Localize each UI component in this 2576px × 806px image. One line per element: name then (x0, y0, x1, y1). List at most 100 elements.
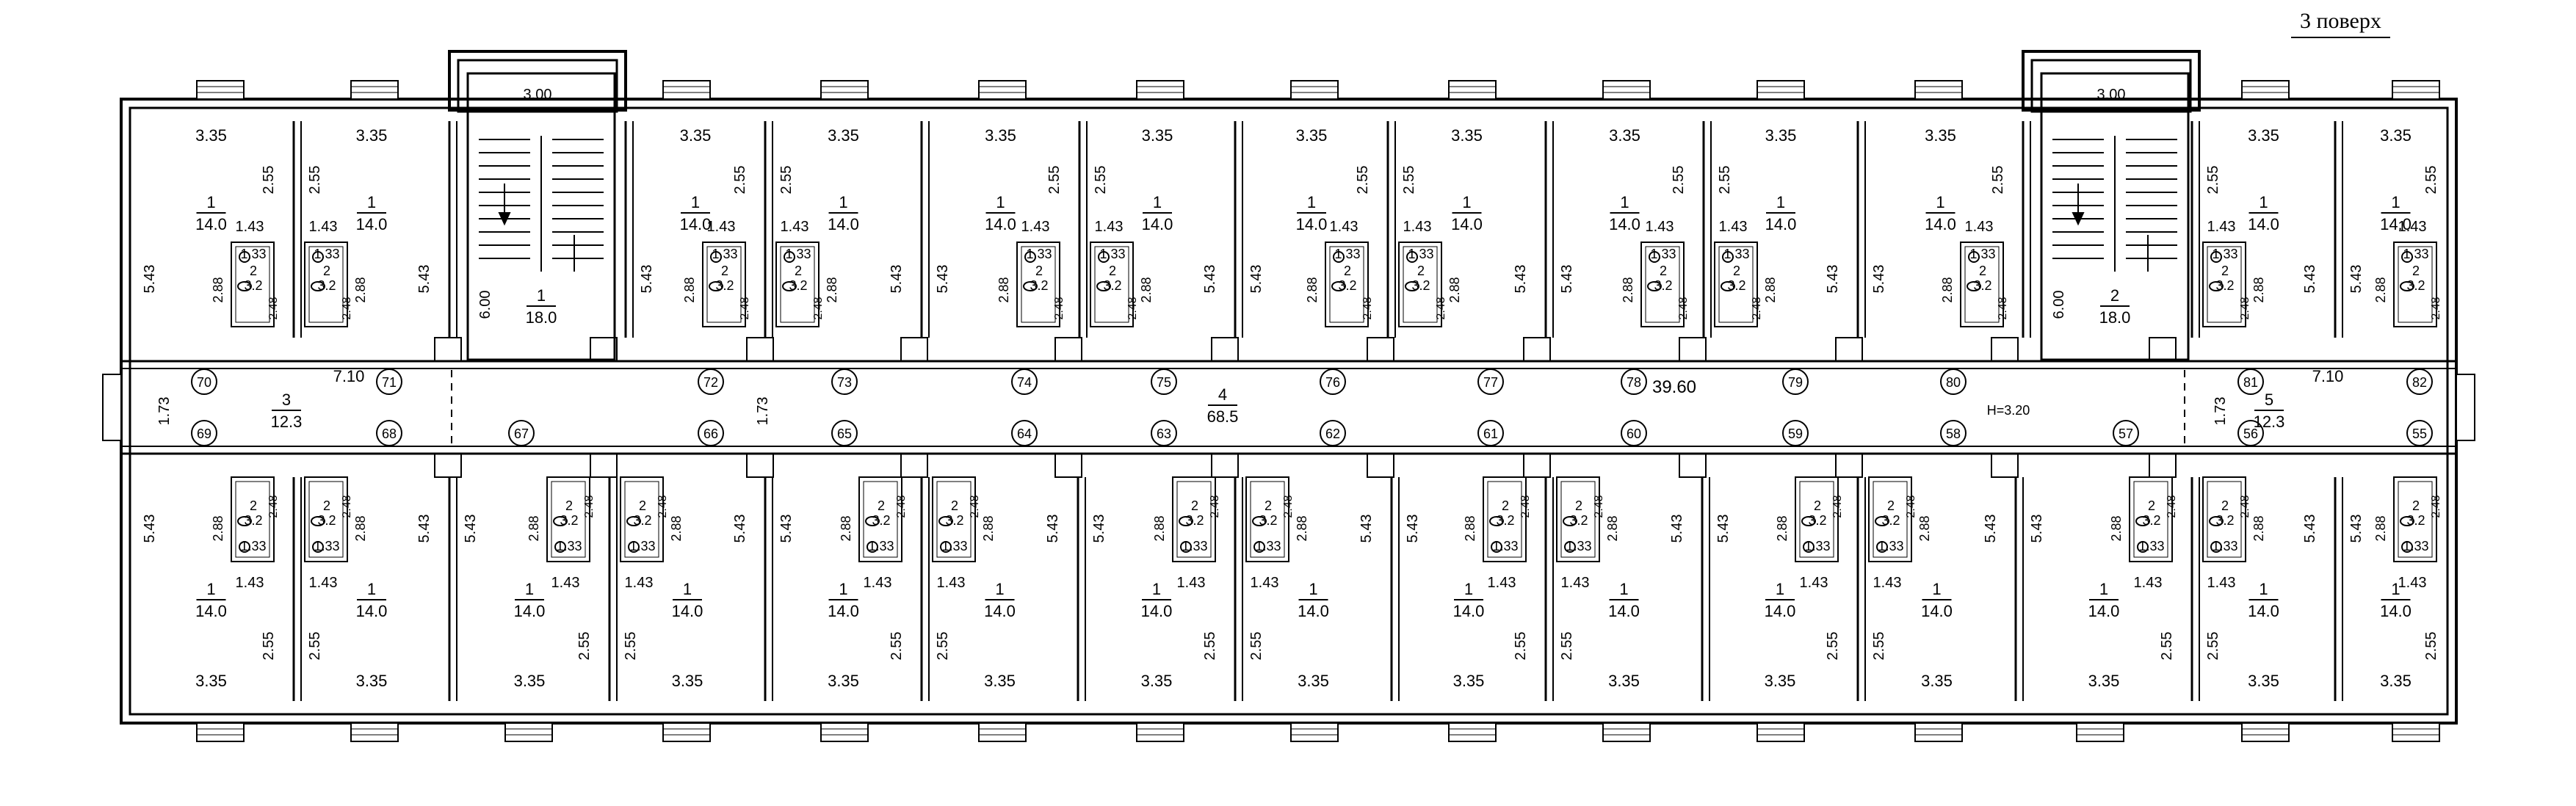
room-area: 14.0 (2380, 215, 2412, 233)
wc-dim: 1.33 (1969, 247, 1995, 261)
wc-length-label: 2.88 (2251, 515, 2266, 541)
wc-width-label: 1.43 (309, 575, 338, 591)
toilet-icon (1722, 251, 1734, 263)
toilet-icon (1180, 541, 1192, 553)
wc-area: 3.2 (560, 513, 578, 528)
wc-width-label: 1.43 (1800, 575, 1828, 591)
room-number: 1 (2391, 580, 2400, 598)
wc-length-label: 2.88 (1775, 515, 1790, 541)
wc-dim: 1.33 (314, 247, 339, 261)
wc-dim: 2.48 (1053, 297, 1066, 319)
wc-number: 2 (250, 498, 257, 513)
wc-dim: 2.48 (1751, 297, 1763, 319)
stair-number: 1 (537, 286, 546, 305)
room-length-label: 5.43 (1358, 515, 1375, 543)
wc-number: 2 (2412, 264, 2420, 278)
door-mark-circle (1940, 420, 1967, 446)
door-mark-label: 71 (382, 375, 397, 390)
sink-icon (1489, 516, 1504, 526)
room-area: 14.0 (1925, 215, 1956, 233)
stair-tower-inner (457, 59, 618, 113)
corridor-room-right-area: 12.3 (2254, 413, 2285, 431)
room-area: 14.0 (1142, 215, 1173, 233)
pilaster (2149, 453, 2177, 478)
toilet-icon (312, 541, 324, 553)
wc-length-label: 2.88 (1605, 515, 1620, 541)
walls (120, 50, 2458, 725)
wc-dim: 1.33 (1182, 539, 1207, 553)
room-area: 14.0 (2248, 215, 2279, 233)
window (2392, 722, 2440, 742)
door-mark-circle (1621, 368, 1647, 395)
room-area: 14.0 (985, 215, 1016, 233)
wc-number: 2 (1502, 498, 1509, 513)
corridor-width-label: 1.73 (156, 397, 173, 426)
sink-icon (938, 516, 953, 526)
fixtures (191, 136, 2437, 600)
sink-icon (1405, 281, 1419, 291)
window (102, 374, 122, 441)
stairwell (2040, 72, 2190, 361)
wc-area: 3.2 (1103, 278, 1121, 293)
wc-length-label: 2.88 (1621, 277, 1635, 302)
wc-width-label: 1.43 (2207, 219, 2236, 235)
room-number: 1 (2259, 580, 2268, 598)
wc-bottom-inner (235, 481, 270, 558)
wc-number: 2 (951, 498, 958, 513)
window (820, 722, 869, 742)
room-length-label: 5.43 (2302, 265, 2318, 294)
room-number: 1 (1936, 193, 1944, 211)
wc-length-label: 2.88 (211, 277, 225, 302)
wc-bottom-outline (932, 476, 976, 562)
wc-dim: 2.48 (969, 495, 981, 518)
room-number: 1 (2259, 193, 2268, 211)
room-length-label: 5.43 (889, 265, 905, 294)
room-area: 14.0 (1298, 602, 1329, 620)
wc-bottom-outline (546, 476, 590, 562)
wc-length-label: 2.88 (1295, 515, 1309, 541)
sink-icon (1563, 516, 1577, 526)
wc-area: 3.2 (1338, 278, 1356, 293)
wc-number: 2 (250, 264, 257, 278)
door-mark-circle (831, 368, 858, 395)
room-number: 1 (996, 193, 1005, 211)
wc-width-label: 1.43 (864, 575, 892, 591)
corridor-length-label: 39.60 (1652, 377, 1696, 397)
wc-top-outline (2202, 242, 2246, 327)
wc-top-outline (304, 242, 348, 327)
wc-top-inner (1403, 246, 1438, 323)
wc-width-label: 1.43 (236, 219, 264, 235)
door-mark-label: 79 (1788, 375, 1803, 390)
room-area: 14.0 (1141, 602, 1173, 620)
door-mark-label: 82 (2412, 375, 2427, 390)
room-seg-label: 2.55 (1559, 632, 1575, 661)
room-seg-label: 2.55 (1401, 166, 1417, 195)
wc-dim: 1.33 (1026, 247, 1052, 261)
window (1136, 722, 1184, 742)
wc-area: 3.2 (2215, 278, 2234, 293)
room-number: 1 (367, 580, 376, 598)
room-number: 1 (839, 193, 847, 211)
wc-bottom-outline (304, 476, 348, 562)
room-width-label: 3.35 (984, 672, 1016, 690)
corridor-room-right-number: 5 (2265, 391, 2273, 409)
room-area: 14.0 (2088, 602, 2120, 620)
room-length-label: 5.43 (2348, 265, 2365, 294)
room-length-label: 5.43 (1248, 265, 1265, 294)
wc-dim: 2.48 (2239, 495, 2251, 518)
door-mark-circle (1320, 420, 1346, 446)
door-mark-circle (1151, 368, 1177, 395)
wc-length-label: 2.88 (211, 515, 225, 541)
stair-area: 18.0 (526, 308, 557, 327)
room-number: 1 (1776, 580, 1784, 598)
door-mark-label: 75 (1157, 375, 1171, 390)
wc-number: 2 (1733, 264, 1740, 278)
toilet-icon (554, 541, 566, 553)
room-length-label: 5.43 (1559, 265, 1575, 294)
wc-number: 2 (1344, 264, 1351, 278)
door-mark-circle (1940, 368, 1967, 395)
room-number: 1 (1152, 580, 1161, 598)
room-number: 1 (995, 580, 1004, 598)
room-seg-label: 2.55 (1355, 166, 1371, 195)
wc-length-label: 2.88 (1447, 277, 1462, 302)
